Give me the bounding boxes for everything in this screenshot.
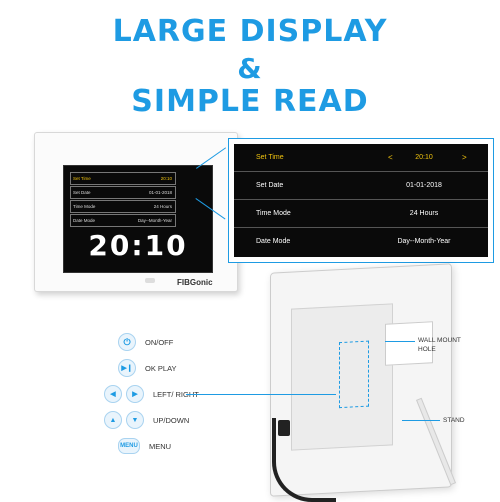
power-icon: ⏻ [118,333,136,351]
menu-row-date-mode[interactable]: Date Mode Day--Month-Year [256,238,451,245]
headline-simple-read: SIMPLE READ [131,84,369,119]
play-pause-icon: ▶❙ [118,359,136,377]
frame-front-button[interactable] [145,278,155,283]
headline-ampersand: & [237,52,263,85]
legend-menu: MENU MENU [118,436,171,456]
zoomed-settings-menu: Set Time < 20:10 > Set Date 01-01-2018 T… [234,144,488,257]
menu-row-set-time[interactable]: Set Time < 20:10 > [234,144,488,172]
right-icon: ▶ [126,385,144,403]
power-plug [278,420,290,436]
legend-on-off: ⏻ ON/OFF [118,332,173,352]
brand-logo: FIBGonic [177,278,213,287]
down-icon: ▼ [126,411,144,429]
button-panel [339,340,369,409]
legend-connector-line [186,394,336,395]
left-icon: ◀ [104,385,122,403]
menu-row-set-date[interactable]: Set Date 01-01-2018 [234,172,488,200]
wall-mount-pointer [385,341,415,342]
big-clock-time: 20:10 [88,229,188,262]
legend-ok-play: ▶❙ OK PLAY [118,358,177,378]
wall-mount-label: WALL MOUNT HOLE [418,337,461,353]
menu-row-time-mode[interactable]: Time Mode 24 Hours [234,200,488,228]
right-arrow-icon[interactable]: > [462,153,467,162]
left-arrow-icon[interactable]: < [388,153,393,162]
headline-large-display: LARGE DISPLAY [112,14,388,49]
legend-left-right: ◀ ▶ LEFT/ RIGHT [104,384,199,404]
stand-label: STAND [443,417,465,424]
up-icon: ▲ [104,411,122,429]
stand-pointer [402,420,440,421]
menu-icon: MENU [118,438,140,454]
legend-up-down: ▲ ▼ UP/DOWN [104,410,189,430]
